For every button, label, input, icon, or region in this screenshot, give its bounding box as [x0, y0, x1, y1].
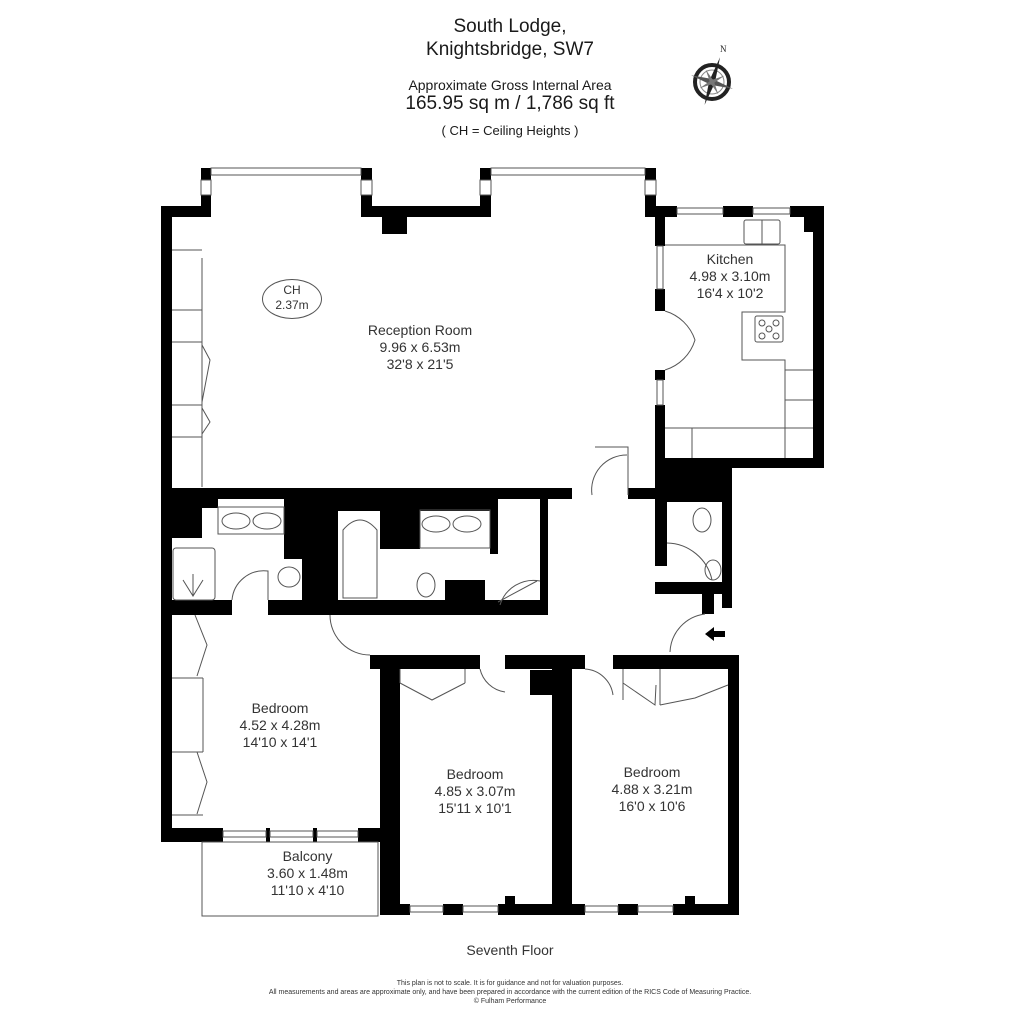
north-compass-icon: N: [691, 44, 733, 105]
room-name: Reception Room: [367, 322, 473, 338]
walls: [161, 168, 824, 915]
svg-text:N: N: [720, 44, 727, 54]
copyright: © Fulham Performance: [473, 998, 547, 1005]
room-bedroom-1: Bedroom 4.52 x 4.28m 14'10 x 14'1: [239, 700, 321, 750]
area-label: Approximate Gross Internal Area: [408, 77, 612, 93]
room-reception: Reception Room 9.96 x 6.53m 32'8 x 21'5: [340, 322, 500, 373]
room-imperial: 32'8 x 21'5: [386, 356, 454, 372]
area-value: 165.95 sq m / 1,786 sq ft: [405, 93, 615, 114]
fixtures: [172, 167, 813, 917]
disclaimer-line-2: All measurements and areas are approxima…: [268, 989, 752, 996]
room-kitchen: Kitchen 4.98 x 3.10m 16'4 x 10'2: [689, 251, 771, 301]
room-metric: 9.96 x 6.53m: [379, 339, 461, 355]
entrance-arrow-icon: [705, 627, 725, 641]
room-bedroom-3: Bedroom 4.88 x 3.21m 16'0 x 10'6: [611, 764, 693, 814]
disclaimer-line-1: This plan is not to scale. It is for gui…: [396, 980, 624, 987]
legend-note: ( CH = Ceiling Heights ): [441, 123, 579, 138]
property-location: Knightsbridge, SW7: [426, 39, 594, 60]
room-balcony: Balcony 3.60 x 1.48m 11'10 x 4'10: [267, 848, 348, 898]
floor-label: Seventh Floor: [466, 942, 554, 958]
room-bedroom-2: Bedroom 4.85 x 3.07m 15'11 x 10'1: [434, 766, 516, 816]
property-name: South Lodge,: [453, 16, 567, 37]
ceiling-height-marker: CH 2.37m: [262, 279, 322, 319]
